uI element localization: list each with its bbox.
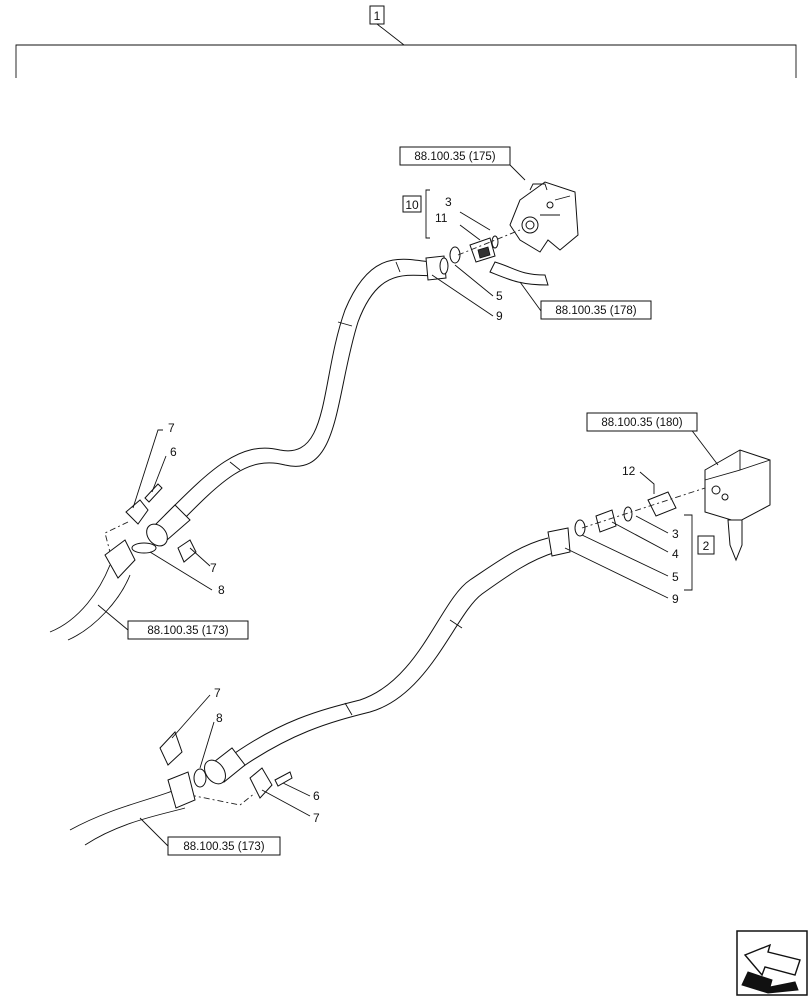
screw-6-lower [274, 771, 293, 787]
callout-12: 12 [622, 464, 636, 478]
adapter-12 [647, 491, 677, 517]
callout-7b-upper: 7 [210, 561, 217, 575]
clamp-7b-lower [249, 767, 273, 799]
callout-3-lower: 3 [672, 527, 679, 541]
union-4 [595, 509, 617, 533]
group-bracket: 1 [15, 5, 797, 78]
callout-7a-lower: 7 [214, 686, 221, 700]
group-box-2: 2 [697, 535, 715, 555]
callout-11: 11 [435, 211, 448, 225]
screw-6-upper [144, 483, 163, 503]
callout-numbers: 3 11 5 9 7 6 7 8 12 3 4 5 9 7 8 6 7 [168, 195, 679, 825]
ref-tube-upper[interactable]: 88.100.35 (173) [127, 620, 249, 640]
callout-5-lower: 5 [672, 570, 679, 584]
callout-5-upper: 5 [496, 289, 503, 303]
o-ring-8-lower [193, 768, 207, 788]
group-label-10: 10 [405, 198, 419, 212]
pipe-178 [489, 261, 549, 286]
upper-hose [146, 255, 449, 547]
ref-valve-top[interactable]: 88.100.35 (175) [399, 146, 511, 166]
group-label-1: 1 [374, 9, 381, 23]
callout-7a-upper: 7 [168, 421, 175, 435]
ref-text-valve-top: 88.100.35 (175) [414, 151, 495, 163]
valve-right [704, 449, 771, 562]
callout-6-lower: 6 [313, 789, 320, 803]
o-ring-3-upper [491, 235, 499, 249]
group-box-10: 10 [402, 195, 422, 213]
clamp-7a-upper [125, 499, 149, 525]
ref-valve-right[interactable]: 88.100.35 (180) [586, 412, 698, 432]
lower-hose [204, 527, 571, 785]
lower-clamp [69, 731, 293, 846]
upper-clamp [49, 483, 197, 641]
callout-8-upper: 8 [218, 583, 225, 597]
callout-4: 4 [672, 547, 679, 561]
ref-text-tube-upper: 88.100.35 (173) [147, 625, 228, 637]
callout-3-upper: 3 [445, 195, 452, 209]
callout-8-lower: 8 [216, 711, 223, 725]
clamp-7b-upper [177, 539, 197, 563]
o-ring-5-lower [574, 519, 586, 537]
o-ring-8-upper [131, 542, 157, 554]
lower-fittings [574, 487, 706, 537]
callout-7b-lower: 7 [313, 811, 320, 825]
callout-9-upper: 9 [496, 309, 503, 323]
ref-tube-lower[interactable]: 88.100.35 (173) [167, 836, 281, 856]
ref-pipe-top[interactable]: 88.100.35 (178) [540, 300, 652, 320]
arrow-nav-icon[interactable] [736, 930, 808, 996]
clamp-7a-lower [159, 731, 183, 766]
ref-text-pipe-top: 88.100.35 (178) [555, 305, 636, 317]
callout-6-upper: 6 [170, 445, 177, 459]
valve-top [509, 181, 579, 253]
ref-text-tube-lower: 88.100.35 (173) [183, 841, 264, 853]
upper-fittings [449, 229, 549, 286]
callout-lines [97, 164, 719, 847]
o-ring-5-upper [449, 246, 461, 264]
group-label-2: 2 [703, 539, 710, 553]
callout-9-lower: 9 [672, 592, 679, 606]
ref-text-valve-right: 88.100.35 (180) [601, 417, 682, 429]
